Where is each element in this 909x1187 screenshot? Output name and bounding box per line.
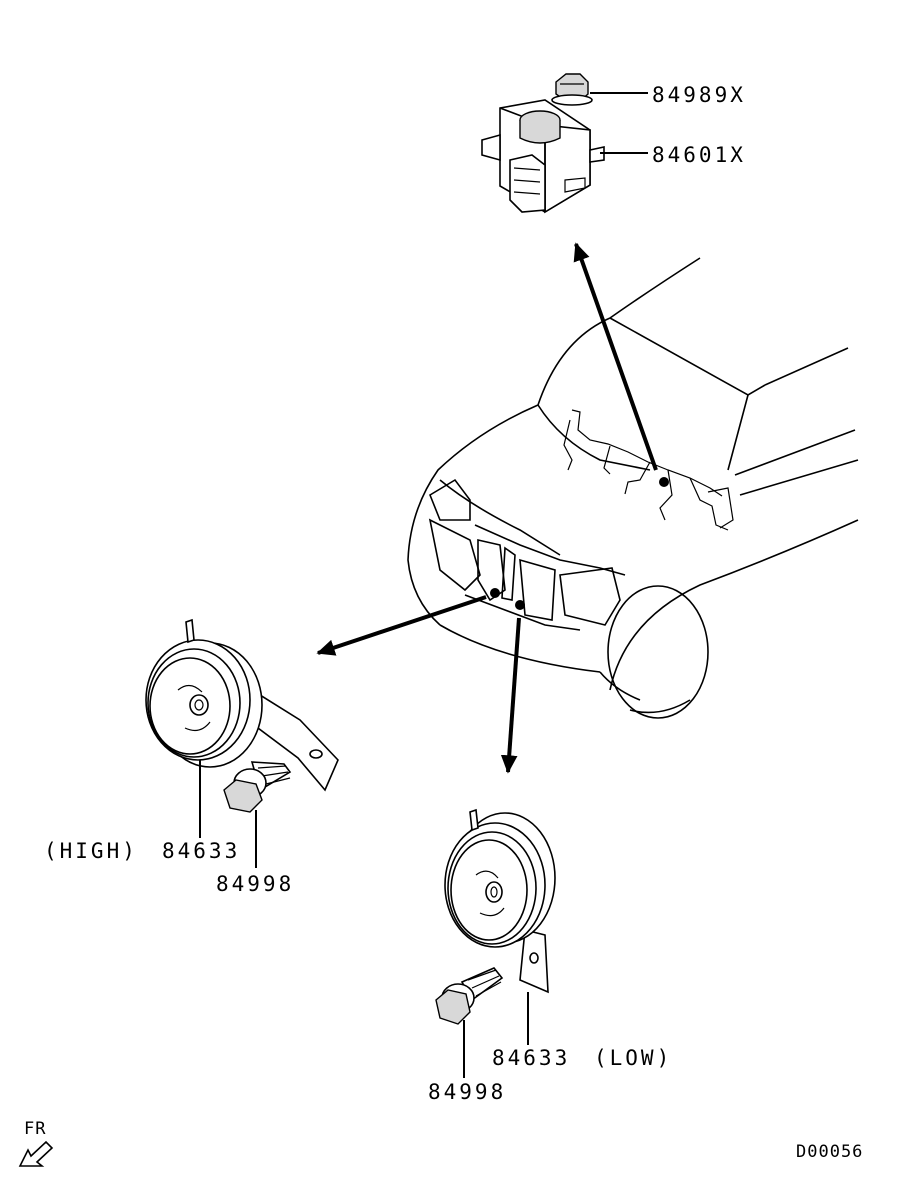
arrow-to-relay bbox=[573, 242, 658, 471]
vehicle-front-illustration bbox=[407, 257, 859, 719]
label-bolt-high-number: 84998 bbox=[216, 872, 294, 896]
relay-location-marker bbox=[659, 477, 669, 487]
front-direction-indicator: FR bbox=[18, 1119, 54, 1167]
label-bolt-low-number: 84998 bbox=[428, 1080, 506, 1104]
horn-high-location-marker bbox=[490, 588, 500, 598]
arrow-to-horn-low bbox=[500, 617, 521, 774]
front-arrow-icon bbox=[18, 1140, 54, 1167]
horn-low-location-marker bbox=[515, 600, 525, 610]
bolt-high-part bbox=[223, 761, 292, 813]
label-horn-high-number: 84633 bbox=[162, 839, 240, 863]
front-direction-label: FR bbox=[24, 1119, 46, 1139]
label-relay-number: 84601X bbox=[652, 143, 746, 167]
nut-part bbox=[551, 73, 593, 106]
arrow-to-horn-high bbox=[316, 595, 487, 656]
diagram-code: D00056 bbox=[796, 1142, 863, 1162]
label-horn-low-number: 84633 bbox=[492, 1046, 570, 1070]
label-nut-number: 84989X bbox=[652, 83, 746, 107]
horn-high-part bbox=[145, 618, 339, 792]
horn-low-part bbox=[444, 808, 556, 994]
horn-relay-part bbox=[481, 99, 605, 214]
label-horn-low-qualifier: (LOW) bbox=[594, 1046, 672, 1070]
label-horn-high-qualifier: (HIGH) bbox=[44, 839, 138, 863]
bolt-low-part bbox=[435, 967, 504, 1025]
